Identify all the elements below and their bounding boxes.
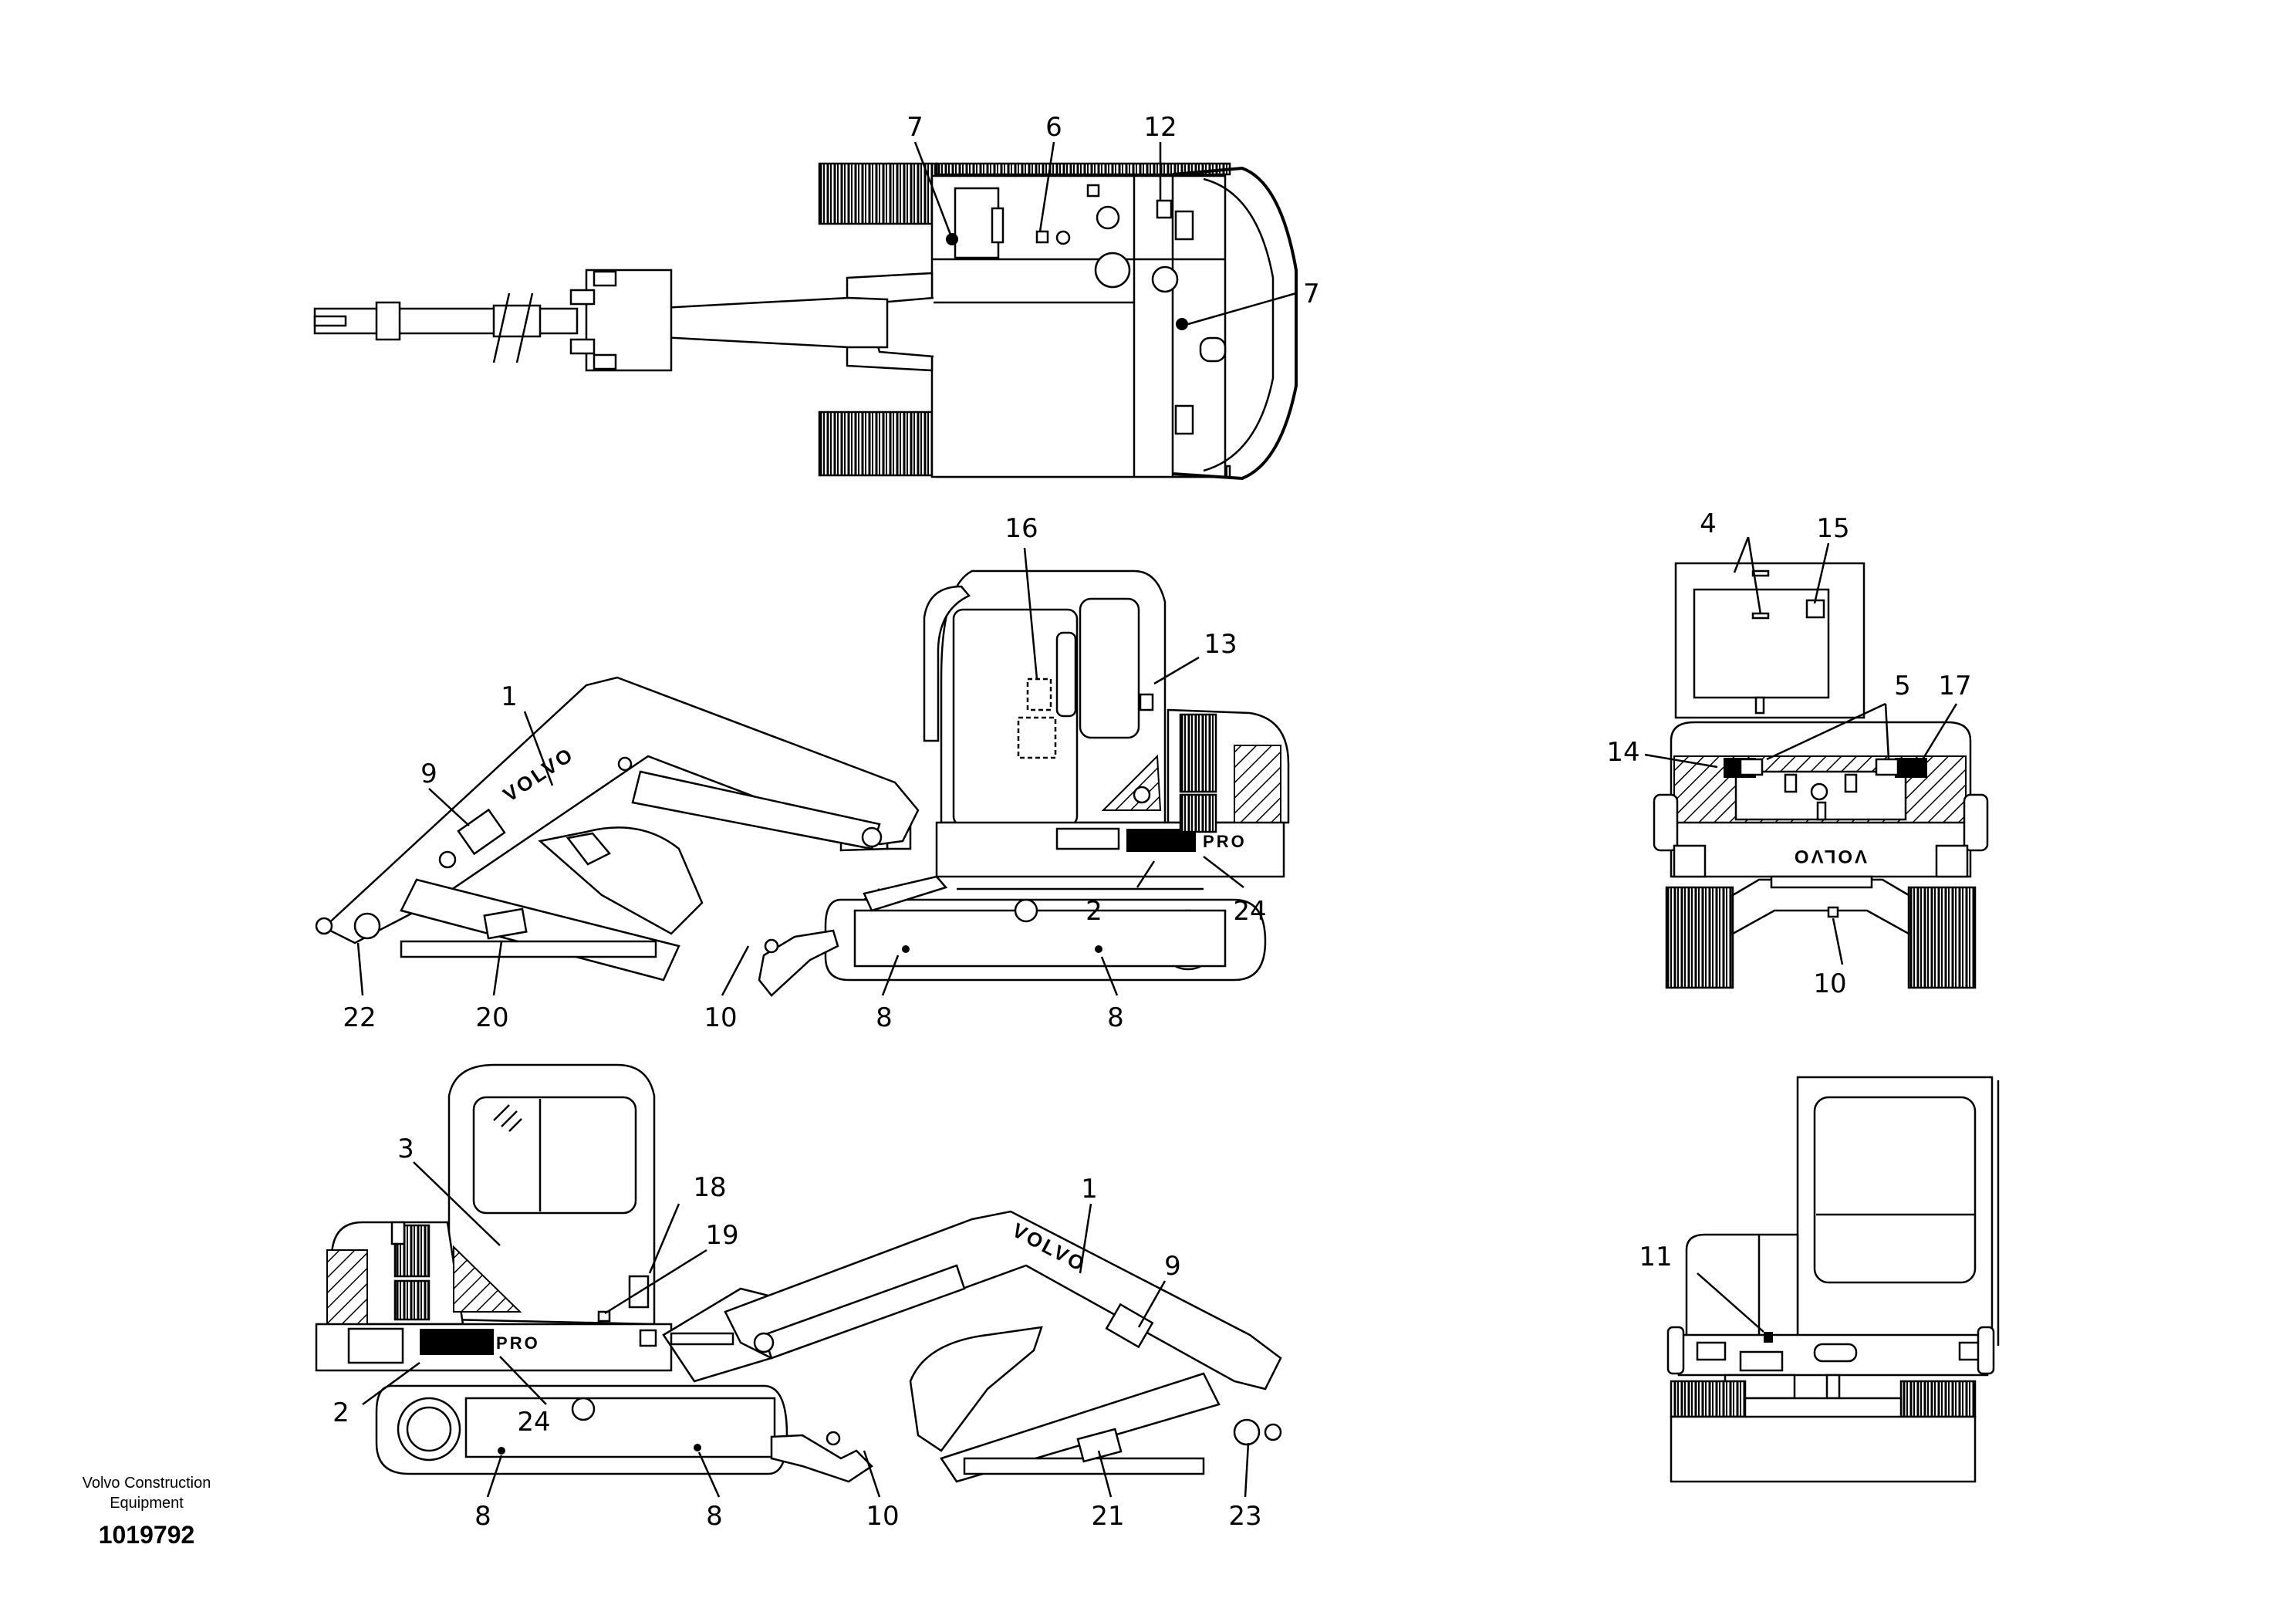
right-model-plate: EC55B PRO (423, 1333, 540, 1353)
callout-left-8b: 8 (1107, 1002, 1124, 1033)
callout-rear-14: 14 (1606, 737, 1639, 768)
callout-rear-4: 4 (1700, 509, 1717, 539)
callout-right-18: 18 (693, 1172, 726, 1203)
callout-right-19: 19 (705, 1220, 738, 1251)
front-view (1666, 1076, 2000, 1483)
callout-right-10: 10 (866, 1501, 899, 1532)
callout-left-22: 22 (343, 1002, 376, 1033)
callout-right-9: 9 (1164, 1251, 1181, 1282)
callout-right-8a: 8 (474, 1501, 491, 1532)
rear-brand: VOLVO (1792, 846, 1867, 867)
leader-lines (356, 141, 1958, 1498)
footer-block: Volvo Construction Equipment 1019792 (83, 1475, 211, 1549)
callout-top-12: 12 (1143, 112, 1177, 143)
rear-view: VOLVO (1653, 562, 1989, 989)
callout-left-8a: 8 (876, 1002, 893, 1033)
callout-rear-5: 5 (1894, 671, 1911, 701)
company-name-line1: Volvo Construction (83, 1475, 211, 1492)
company-name-line2: Equipment (110, 1495, 184, 1512)
callout-top-7a: 7 (907, 112, 923, 143)
callout-left-10: 10 (704, 1002, 737, 1033)
callout-left-2: 2 (1086, 896, 1102, 927)
callout-top-7b: 7 (1303, 279, 1320, 309)
callout-labels: 7 6 12 7 16 13 1 9 2 24 22 20 10 8 8 4 1… (333, 112, 1971, 1532)
callout-right-8b: 8 (706, 1501, 723, 1532)
callout-left-9: 9 (420, 759, 437, 789)
left-model-plate: EC55B PRO (1129, 832, 1247, 851)
callout-right-2: 2 (333, 1397, 349, 1428)
callout-right-24: 24 (517, 1407, 550, 1438)
callout-rear-15: 15 (1816, 513, 1849, 544)
callout-right-3: 3 (397, 1134, 414, 1164)
callout-left-13: 13 (1204, 629, 1237, 660)
left-side-view: EC55B PRO VOLVO (315, 569, 1290, 997)
callout-right-1: 1 (1081, 1174, 1098, 1205)
callout-left-1: 1 (501, 681, 518, 712)
top-view (313, 162, 1298, 481)
callout-right-23: 23 (1228, 1501, 1261, 1532)
callout-front-11: 11 (1639, 1242, 1672, 1272)
callout-top-6: 6 (1045, 112, 1062, 143)
callout-left-16: 16 (1004, 513, 1038, 544)
callout-rear-17: 17 (1938, 671, 1971, 701)
callout-right-21: 21 (1091, 1501, 1124, 1532)
drawing-number: 1019792 (99, 1521, 195, 1549)
callout-left-24: 24 (1233, 896, 1266, 927)
right-side-view: EC55B PRO VOLVO (315, 1063, 1282, 1483)
callout-left-20: 20 (475, 1002, 508, 1033)
callout-rear-10: 10 (1813, 968, 1846, 999)
